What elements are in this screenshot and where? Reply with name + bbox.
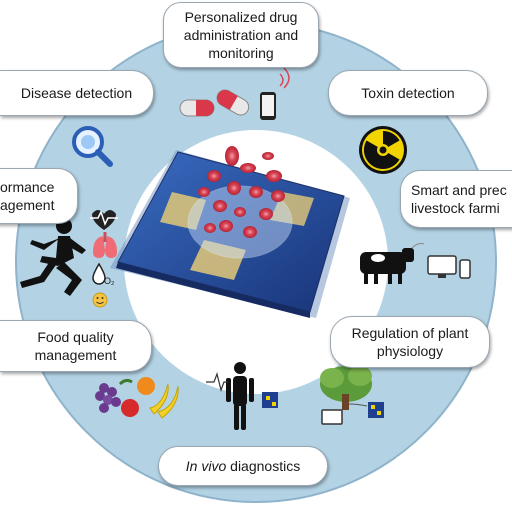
blood-cell	[225, 146, 239, 166]
blood-cells	[198, 146, 285, 238]
smartphone-icon	[260, 67, 290, 120]
in-vivo-italic-text: In vivo	[185, 458, 227, 474]
electrode-pad-bottom	[190, 240, 246, 280]
blood-cell	[213, 200, 227, 212]
pill-icon	[179, 99, 215, 117]
oxygen-label: O₂	[104, 276, 115, 286]
livestock-line2: livestock farmi	[411, 200, 500, 216]
drug-label-line1: Personalized drug	[184, 9, 298, 25]
food-quality-line1: Food quality	[37, 329, 114, 345]
blood-cell	[249, 186, 263, 198]
in-vivo-rest-text: diagnostics	[226, 458, 301, 474]
performance-management-label: ormance agement	[0, 168, 78, 224]
blood-cell	[266, 170, 282, 182]
livestock-line1: Smart and prec	[411, 182, 507, 198]
blood-cell	[207, 170, 221, 182]
blood-cell	[243, 226, 257, 238]
lungs-icon	[93, 232, 117, 258]
blood-cell	[227, 181, 241, 195]
blood-cell	[219, 220, 233, 232]
blood-cell	[240, 163, 256, 173]
capsule-icon	[216, 89, 250, 116]
disease-detection-label: Disease detection	[0, 70, 154, 116]
performance-line1: ormance	[0, 179, 55, 195]
tree-icon	[320, 366, 384, 425]
fruits-icon	[95, 377, 179, 419]
toxin-detection-label: Toxin detection	[328, 70, 488, 116]
toxin-detection-text: Toxin detection	[361, 85, 455, 101]
electrode-pad-left	[160, 192, 206, 230]
plant-line2: physiology	[376, 343, 444, 359]
plant-physiology-label: Regulation of plant physiology	[330, 316, 490, 368]
disease-detection-text: Disease detection	[20, 85, 133, 101]
drug-administration-label: Personalized drug administration and mon…	[163, 2, 319, 68]
blood-cell	[271, 190, 285, 202]
performance-line2: agement	[0, 197, 55, 213]
livestock-farming-label: Smart and prec livestock farmi	[400, 170, 512, 228]
droplet-icon: O₂	[92, 262, 115, 286]
blood-cell	[198, 187, 210, 197]
drug-label-line3: monitoring	[208, 45, 274, 61]
radiation-icon	[359, 126, 407, 174]
blood-cell	[234, 207, 246, 217]
magnifier-icon	[72, 126, 113, 167]
plant-line1: Regulation of plant	[351, 325, 469, 341]
food-quality-line2: management	[34, 347, 117, 363]
blood-cell	[259, 208, 273, 220]
food-quality-label: Food quality management	[0, 320, 152, 372]
drug-label-line2: administration and	[183, 27, 299, 43]
heartrate-icon	[90, 210, 118, 230]
blood-cell	[262, 152, 274, 160]
in-vivo-diagnostics-label: In vivo diagnostics	[158, 446, 328, 486]
cow-icon	[360, 243, 425, 284]
runner-icon	[20, 218, 86, 296]
blood-cell	[204, 223, 216, 233]
emoji-icon	[92, 292, 108, 308]
monitor-icon	[427, 255, 471, 279]
human-body-icon	[206, 362, 278, 430]
